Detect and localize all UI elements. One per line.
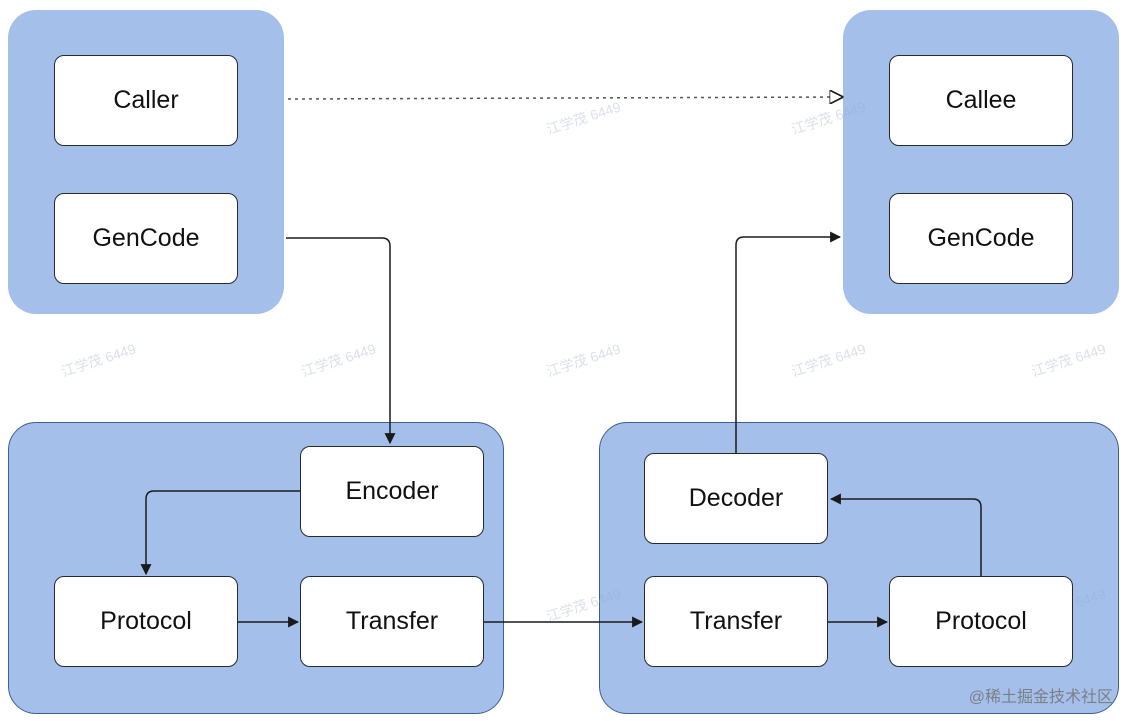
protocol-right-node: Protocol [889,576,1073,667]
encoder-to-protocol-arrow [140,490,300,576]
decoder-to-gencode-arrow [735,231,842,453]
callee-node: Callee [889,55,1073,146]
decoder-node: Decoder [644,453,828,544]
platform-watermark-label: @稀土掘金技术社区 [968,689,1113,706]
gencode-left-node: GenCode [54,193,238,284]
gencode-right-node: GenCode [889,193,1073,284]
gencode-to-encoder-arrow [286,237,396,445]
caller-to-callee-dashed-arrow [287,97,842,99]
transfer-right-node: Transfer [644,576,828,667]
encoder-node: Encoder [300,446,484,537]
protocol-to-decoder-arrow [829,493,982,576]
caller-node: Caller [54,55,238,146]
protocol-left-node: Protocol [54,576,238,667]
transfer-left-node: Transfer [300,576,484,667]
